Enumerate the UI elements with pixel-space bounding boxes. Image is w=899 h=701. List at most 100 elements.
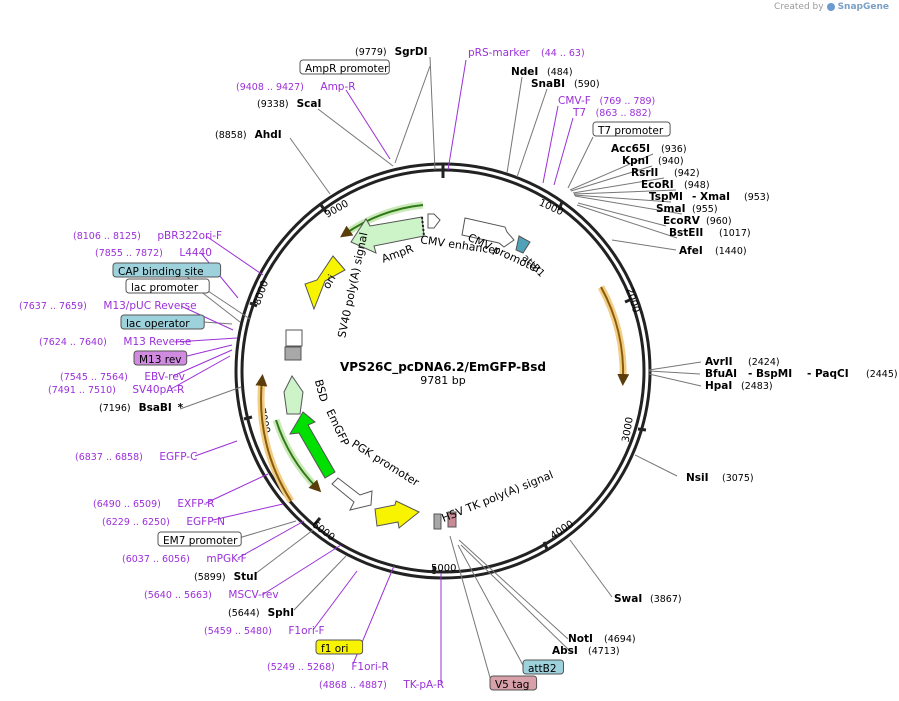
label-avrii-name: AvrII <box>705 356 733 368</box>
label-cmv-f-name: CMV-F <box>558 95 591 107</box>
label-absi-name: AbsI <box>552 645 578 657</box>
label-egfpc-name: EGFP-C <box>159 451 197 463</box>
label-egfpn-pos: (6229 .. 6250) <box>102 517 170 528</box>
label-exfp-pos: (6490 .. 6509) <box>93 499 161 510</box>
label-tspmi-extra: - XmaI <box>692 191 730 203</box>
label-l4440-name: L4440 <box>179 247 212 259</box>
label-ahdi-pos: (8858) <box>215 130 247 141</box>
label-tspmi-pos: (953) <box>744 192 770 203</box>
feature-sv40-box <box>285 329 303 347</box>
label-m13rev-name: M13 Reverse <box>123 336 191 348</box>
label-swai-pos: (3867) <box>650 594 682 605</box>
label-snabi-pos: (590) <box>574 79 600 90</box>
label-v5-box <box>489 675 538 691</box>
orf-arc-right-line <box>600 286 630 386</box>
label-prs-name: pRS-marker <box>468 47 531 59</box>
label-attb2-box <box>522 659 564 675</box>
tick-3000: 3000 <box>621 416 636 443</box>
snapgene-credit: Created by SnapGene <box>774 2 889 12</box>
label-tspmi-name: TspMI <box>649 191 683 203</box>
label-ampr: AmpR <box>380 242 416 266</box>
label-lac-prom-text: lac promoter <box>131 282 199 294</box>
label-bsabi-star: * <box>178 402 184 414</box>
label-prs-pos: (44 .. 63) <box>541 48 585 59</box>
orf-arc-gfp-line <box>275 419 322 493</box>
label-snabi-name: SnaBI <box>531 78 565 90</box>
label-ecori-pos: (948) <box>684 180 710 191</box>
tick-5000: 5000 <box>431 563 456 574</box>
label-emgfp: EmGFP <box>323 407 351 448</box>
label-f1ori-box <box>315 639 364 655</box>
label-sphi-name: SphI <box>268 607 294 619</box>
label-bfuai-pos: (2445) <box>866 369 898 380</box>
feature-cmv-promoter-arrow <box>461 217 515 248</box>
label-avrii-pos: (2424) <box>748 357 780 368</box>
label-rsrii-pos: (942) <box>674 168 700 179</box>
label-ahdi-name: AhdI <box>255 129 282 141</box>
label-scai-pos: (9338) <box>257 99 289 110</box>
label-tkpa-pos: (4868 .. 4887) <box>319 680 387 691</box>
label-sgrdi-pos: (9779) <box>355 47 387 58</box>
feature-ampr-arrow <box>350 216 425 254</box>
label-bsd: BSD <box>312 378 330 403</box>
label-hsv-tk: HSV TK poly(A) signal <box>440 468 555 525</box>
label-sgrdi-name: SgrDI <box>395 46 428 58</box>
label-ampr-prom-box <box>299 59 390 75</box>
label-em7-text: EM7 promoter <box>163 535 238 547</box>
label-bfuai-name: BfuAI <box>705 368 737 380</box>
label-mpgk-pos: (6037 .. 6056) <box>122 554 190 565</box>
credit-brand: SnapGene <box>837 2 889 12</box>
label-scai-name: ScaI <box>297 98 322 110</box>
feature-pgk-arrow <box>331 477 373 511</box>
label-kpni-pos: (940) <box>658 156 684 167</box>
label-pgk-promoter: PGK promoter <box>349 437 422 489</box>
label-l4440-pos: (7855 .. 7872) <box>95 248 163 259</box>
label-msvc-pos: (5640 .. 5663) <box>144 590 212 601</box>
label-cmv-f-pos: (769 .. 789) <box>600 96 656 107</box>
label-attb2-text: attB2 <box>528 663 557 675</box>
label-amp-r-name: Amp-R <box>320 81 355 93</box>
feature-cmv-arrow <box>427 213 441 229</box>
label-m13puc-pos: (7637 .. 7659) <box>19 301 87 312</box>
label-stui-name: StuI <box>234 571 258 583</box>
label-sv40pa-pos: (7491 .. 7510) <box>48 385 116 396</box>
label-pbr-name: pBR322ori-F <box>157 230 222 242</box>
label-bsteii-pos: (1017) <box>719 228 751 239</box>
label-ebv-pos: (7545 .. 7564) <box>60 372 128 383</box>
feature-hsv-arrow <box>374 500 420 529</box>
label-m13r-text: M13 rev <box>139 354 182 366</box>
label-swai-name: SwaI <box>614 593 642 605</box>
label-em7-box <box>157 531 242 547</box>
label-noti-name: NotI <box>568 633 593 645</box>
label-smai-name: SmaI <box>656 203 686 215</box>
leader-lines-primers <box>170 59 574 683</box>
feature-attb1 <box>515 235 531 254</box>
label-cap-text: CAP binding site <box>118 266 204 278</box>
label-hpai-name: HpaI <box>705 380 732 392</box>
label-msvc-name: MSCV-rev <box>228 589 278 601</box>
label-ecori-name: EcoRI <box>641 179 674 191</box>
label-kpni-name: KpnI <box>622 155 649 167</box>
label-bfuai-extra: - BspMI <box>748 368 792 380</box>
label-nsii-pos: (3075) <box>722 473 754 484</box>
label-f1orif-pos: (5459 .. 5480) <box>204 626 272 637</box>
label-sv40: SV40 poly(A) signal <box>335 231 370 339</box>
label-m13puc-name: M13/pUC Reverse <box>103 300 196 312</box>
label-nsii-name: NsiI <box>686 472 709 484</box>
feature-bsd-arrow <box>283 375 304 415</box>
label-lac-op-box <box>120 314 205 330</box>
label-pbr-pos: (8106 .. 8125) <box>73 231 141 242</box>
label-exfp-name: EXFP-R <box>177 498 214 510</box>
label-acc65i-pos: (936) <box>661 144 687 155</box>
label-afei-pos: (1440) <box>715 246 747 257</box>
label-f1ori-text: f1 ori <box>321 643 348 655</box>
label-ecorv-pos: (960) <box>706 216 732 227</box>
label-rsrii-name: RsrII <box>631 167 658 179</box>
label-lac-prom-box <box>125 278 210 294</box>
orf-arc-left-line <box>255 374 292 502</box>
label-egfpn-name: EGFP-N <box>186 516 225 528</box>
label-f1orir-pos: (5249 .. 5268) <box>267 662 335 673</box>
label-bfuai-extra2: - PaqCI <box>807 368 849 380</box>
